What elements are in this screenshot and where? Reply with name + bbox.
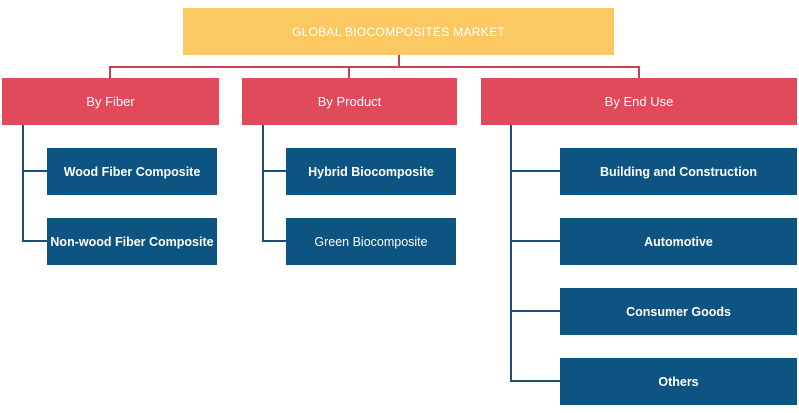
- category-by-fiber: By Fiber: [2, 78, 219, 125]
- item-label: Consumer Goods: [626, 304, 731, 319]
- category-label: By Fiber: [86, 94, 135, 109]
- enduse-vertical-line: [510, 125, 512, 381]
- fiber-drop-line: [109, 66, 111, 78]
- item-green-biocomposite: Green Biocomposite: [286, 218, 456, 265]
- root-horizontal-line: [109, 66, 640, 68]
- enduse-branch-line: [510, 170, 560, 172]
- category-label: By Product: [317, 94, 382, 109]
- item-building-and-construction: Building and Construction: [560, 148, 797, 195]
- item-label: Non-wood Fiber Composite: [50, 234, 214, 249]
- product-drop-line: [348, 66, 350, 78]
- item-hybrid-biocomposite: Hybrid Biocomposite: [286, 148, 456, 195]
- item-consumer-goods: Consumer Goods: [560, 288, 797, 335]
- item-label: Green Biocomposite: [314, 234, 428, 249]
- root-node: GLOBAL BIOCOMPOSITES MARKET: [183, 8, 614, 55]
- enduse-branch-line: [510, 380, 560, 382]
- category-label: By End Use: [604, 94, 674, 109]
- root-label: GLOBAL BIOCOMPOSITES MARKET: [291, 24, 506, 39]
- product-vertical-line: [262, 125, 264, 241]
- product-branch-line: [262, 170, 286, 172]
- fiber-vertical-line: [22, 125, 24, 241]
- item-automotive: Automotive: [560, 218, 797, 265]
- category-by-product: By Product: [242, 78, 457, 125]
- enduse-branch-line: [510, 240, 560, 242]
- item-label: Others: [658, 374, 699, 389]
- item-label: Automotive: [644, 234, 713, 249]
- item-label: Hybrid Biocomposite: [308, 164, 434, 179]
- root-stem-line: [398, 55, 400, 67]
- fiber-branch-line: [22, 170, 47, 172]
- item-non-wood-fiber-composite: Non-wood Fiber Composite: [47, 218, 217, 265]
- product-branch-line: [262, 240, 286, 242]
- item-wood-fiber-composite: Wood Fiber Composite: [47, 148, 217, 195]
- enduse-branch-line: [510, 310, 560, 312]
- fiber-branch-line: [22, 240, 47, 242]
- enduse-drop-line: [638, 66, 640, 78]
- item-label: Wood Fiber Composite: [63, 164, 201, 179]
- category-by-end-use: By End Use: [481, 78, 797, 125]
- item-label: Building and Construction: [600, 164, 757, 179]
- item-others: Others: [560, 358, 797, 405]
